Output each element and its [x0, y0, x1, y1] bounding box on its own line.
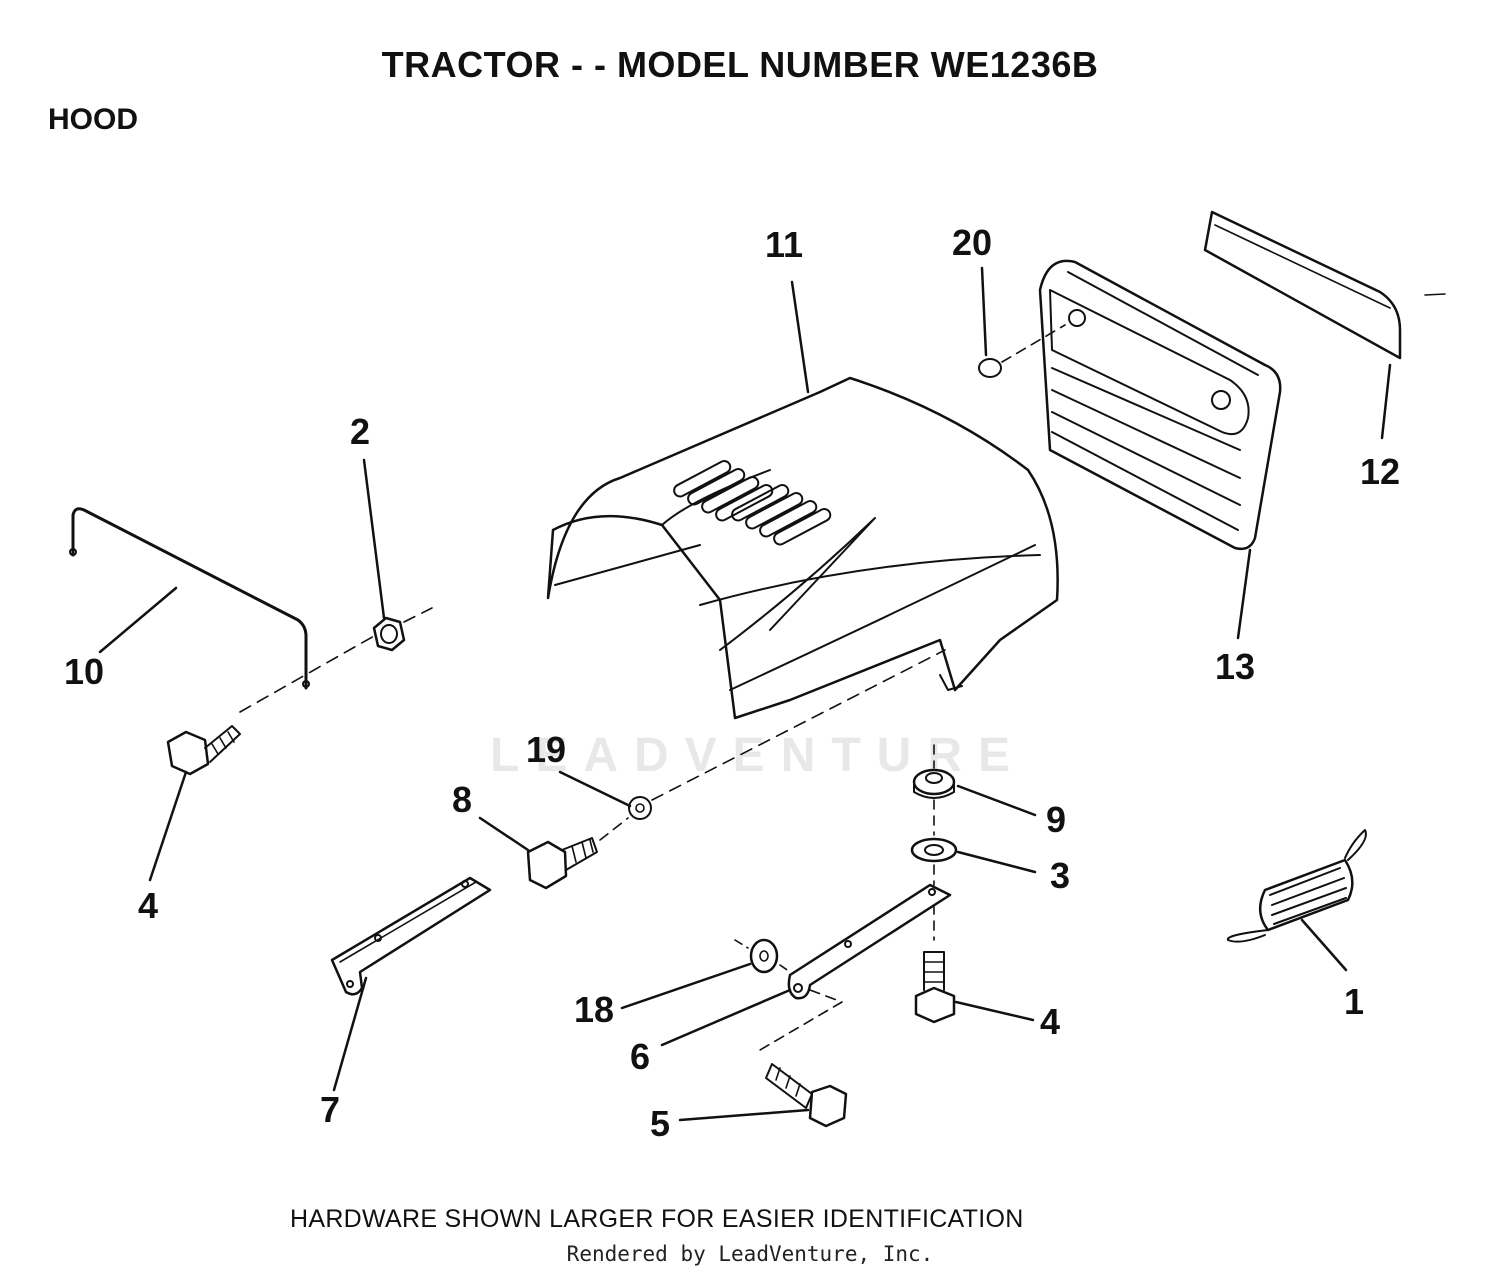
- callout-4-left: 4: [137, 885, 159, 926]
- callout-12: 12: [1359, 451, 1401, 492]
- hood-part: [546, 376, 1059, 720]
- callout-6: 6: [629, 1036, 651, 1077]
- watermark: LEADVENTURE: [490, 729, 1027, 782]
- callout-9: 9: [1045, 799, 1067, 840]
- nut-part-9: [912, 768, 956, 799]
- callout-8: 8: [451, 779, 473, 820]
- flange-bolt-part: [526, 837, 598, 890]
- bracket-part-7: [330, 876, 492, 996]
- callout-7: 7: [319, 1089, 341, 1130]
- section-heading: HOOD: [48, 103, 138, 136]
- hood-rod-part: [71, 507, 308, 690]
- callout-2: 2: [349, 411, 371, 452]
- callout-18: 18: [573, 989, 615, 1030]
- washer-part-18: [749, 938, 779, 974]
- callout-4-lower: 4: [1039, 1001, 1061, 1042]
- trim-part: [1203, 210, 1446, 360]
- callout-20: 20: [951, 222, 993, 263]
- grille-part: [1038, 259, 1282, 551]
- bracket-part-6: [787, 883, 952, 1000]
- callout-11: 11: [764, 224, 804, 265]
- diagram-title: TRACTOR - - MODEL NUMBER WE1236B: [381, 44, 1099, 85]
- callout-3: 3: [1049, 855, 1071, 896]
- nut-part: [372, 616, 406, 652]
- hardware-note: HARDWARE SHOWN LARGER FOR EASIER IDENTIF…: [290, 1205, 1024, 1233]
- callout-10: 10: [63, 651, 105, 692]
- spring-part: [1226, 829, 1367, 943]
- callout-5: 5: [649, 1103, 671, 1144]
- callout-13: 13: [1214, 646, 1256, 687]
- bolt-part-left: [166, 725, 241, 776]
- bolt-part-lower: [914, 951, 956, 1024]
- leader-lines: [98, 266, 1392, 1122]
- render-credit: Rendered by LeadVenture, Inc.: [566, 1242, 934, 1266]
- callout-19: 19: [525, 729, 567, 770]
- plug-part: [978, 358, 1002, 378]
- bolt-part-5: [765, 1063, 848, 1128]
- callout-1: 1: [1343, 981, 1365, 1022]
- washer-part-3: [910, 837, 958, 863]
- star-washer-part: [628, 796, 652, 820]
